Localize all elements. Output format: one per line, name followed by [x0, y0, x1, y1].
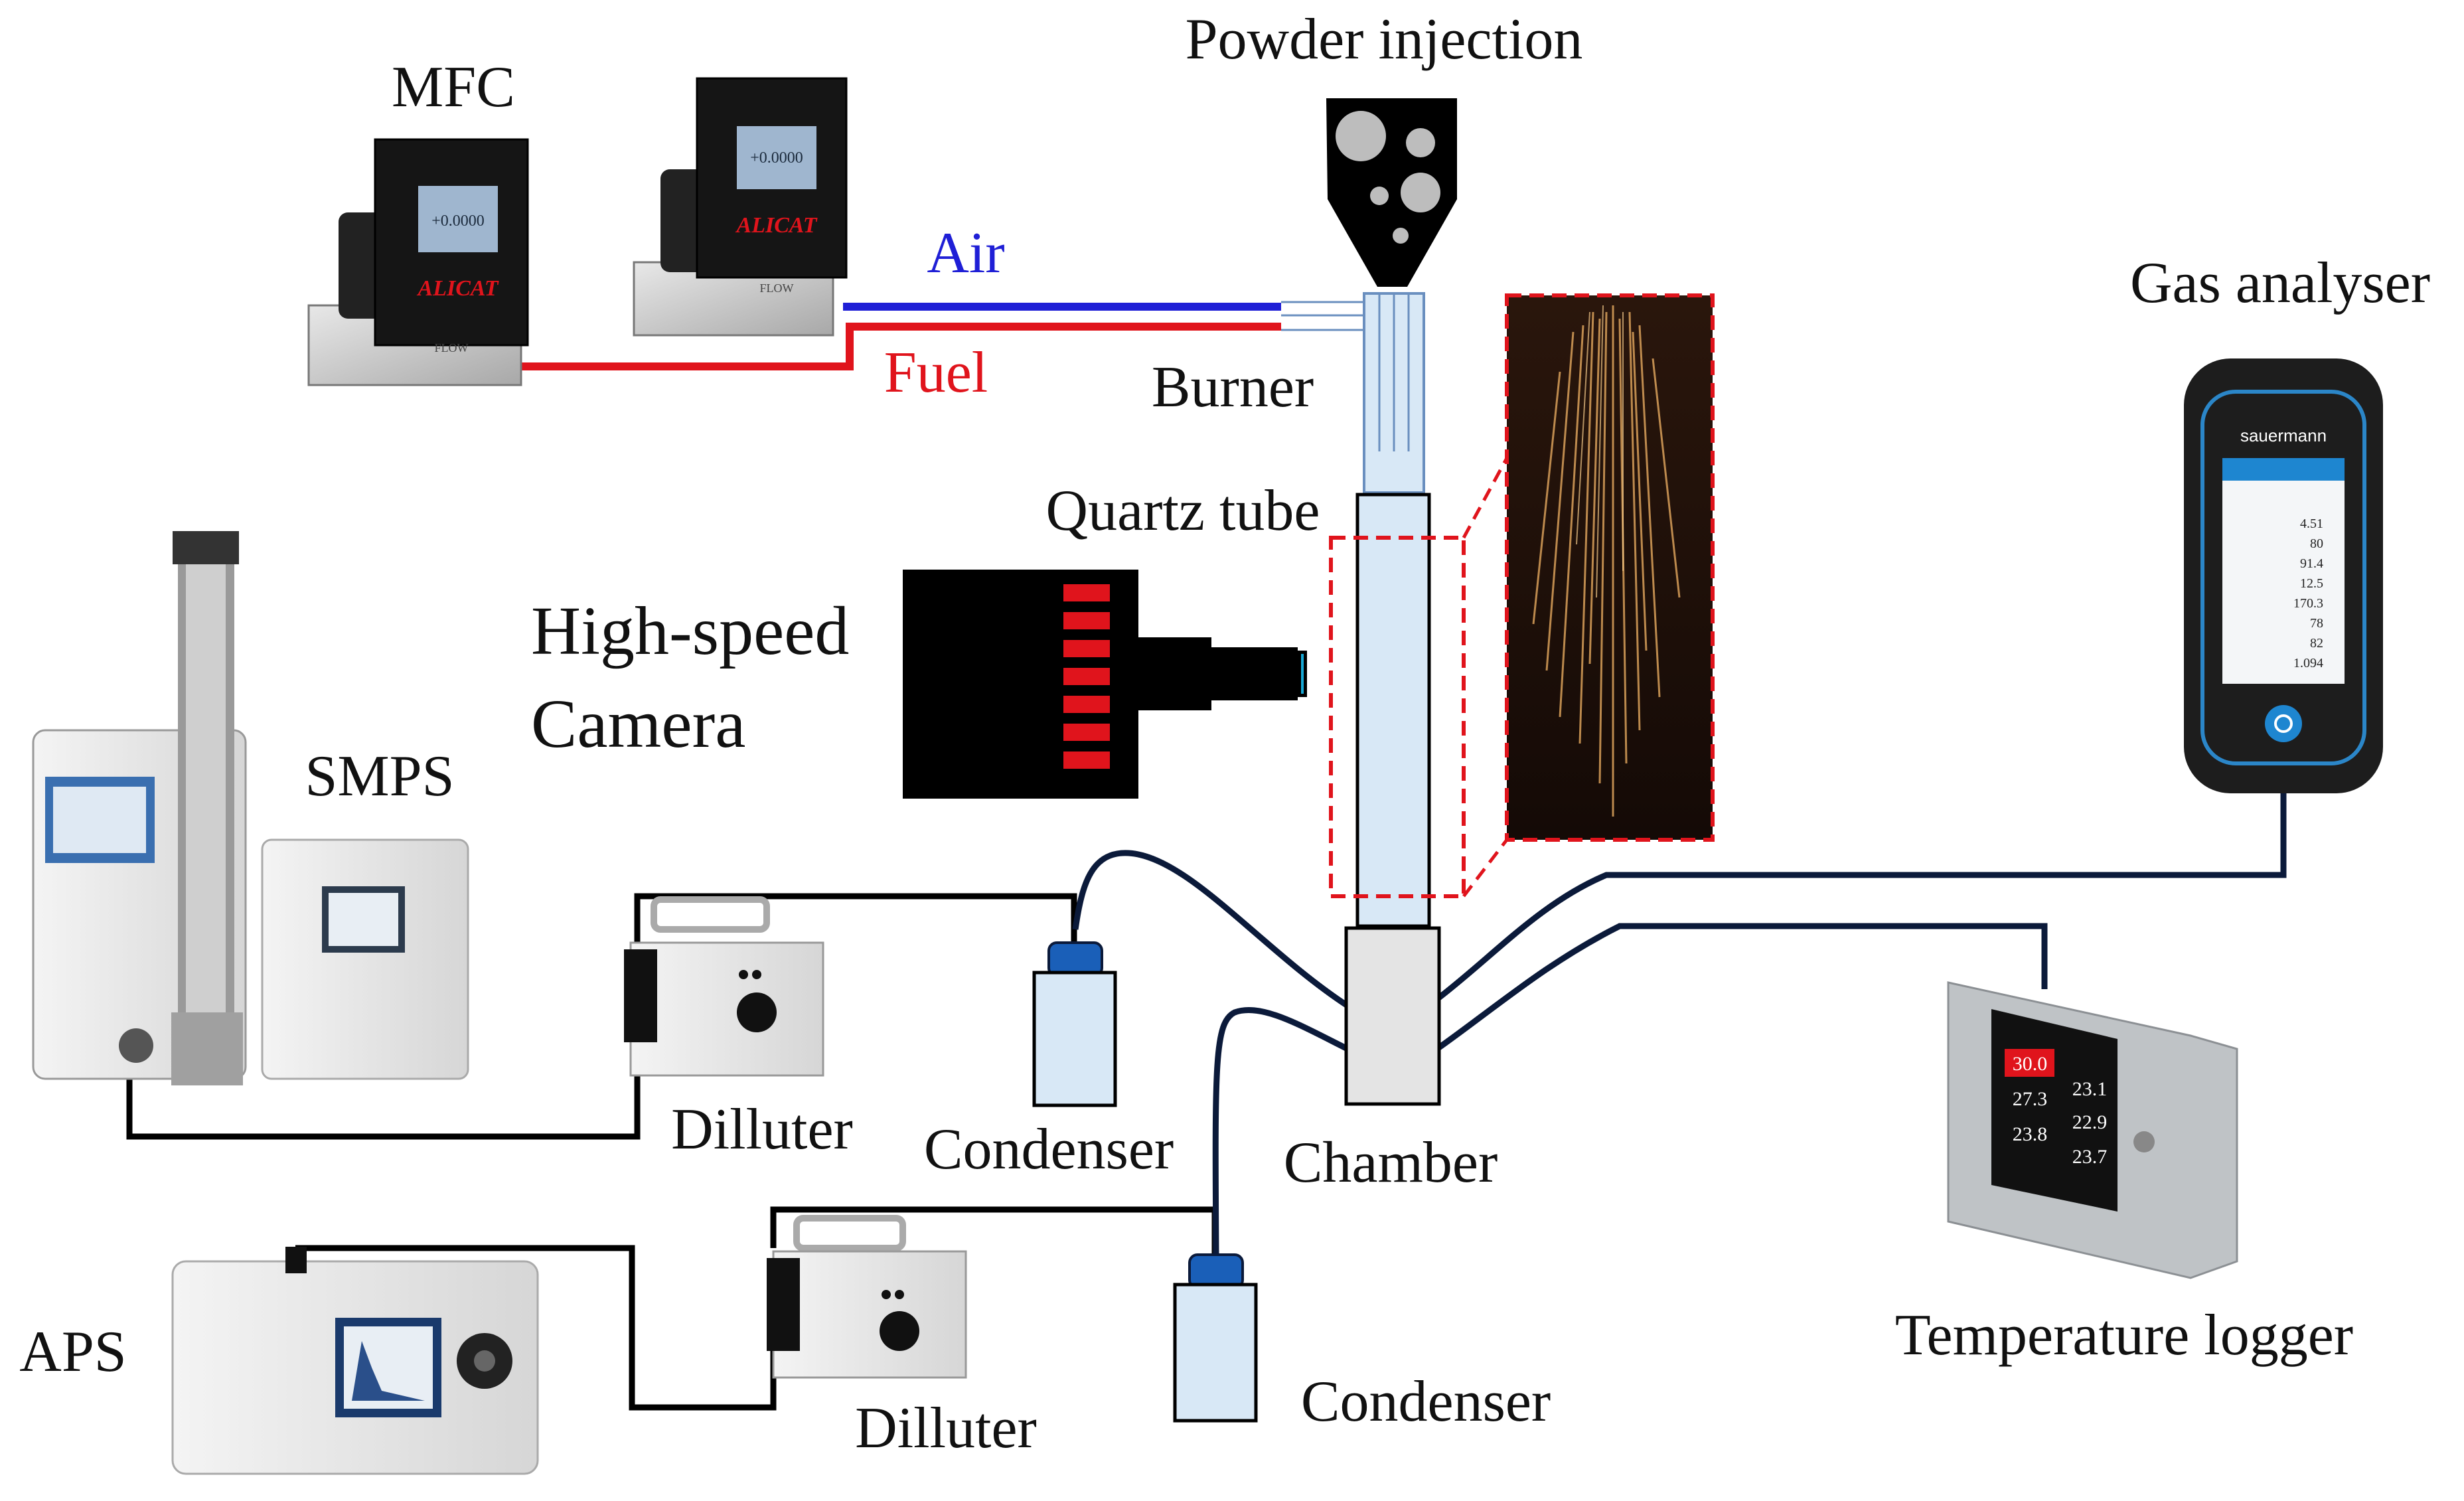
air-label: Air [927, 221, 1004, 285]
fuel-line [521, 323, 1281, 370]
condenser-bottom-label: Condenser [1301, 1370, 1551, 1434]
smps-label: SMPS [305, 744, 454, 809]
mfc-left-brand: ALICAT [417, 276, 499, 301]
chamber [1344, 926, 1441, 1106]
gas-reading-5: 170.3 [2293, 596, 2323, 611]
burner-label: Burner [1152, 355, 1314, 420]
powder-hopper [1326, 98, 1457, 287]
chamber-to-gas-analyser [1435, 793, 2287, 1002]
temp-reading-3: 27.3 [2013, 1088, 2048, 1110]
temp-reading-5: 23.8 [2013, 1123, 2048, 1145]
zoom-region [1329, 457, 1509, 898]
mfc-left-readout: +0.0000 [431, 212, 485, 230]
gas-reading-7: 82 [2310, 636, 2323, 651]
smps-instrument [32, 531, 469, 1085]
gas-reading-3: 91.4 [2300, 556, 2323, 571]
gas-reading-4: 12.5 [2300, 576, 2323, 591]
aps-sampling-line [295, 1245, 777, 1411]
mfc-label: MFC [392, 55, 515, 119]
mfc-right: +0.0000 ALICAT FLOW [633, 77, 848, 337]
aps-label: APS [19, 1320, 126, 1384]
mfc-left-flow-label: FLOW [435, 341, 469, 355]
gas-reading-2: 80 [2310, 536, 2323, 551]
quartz-tube-label: Quartz tube [1046, 479, 1320, 543]
mfc-left: +0.0000 ALICAT FLOW [307, 138, 529, 386]
burner [1281, 292, 1425, 494]
dilluter-top-label: Dilluter [671, 1097, 853, 1162]
temp-reading-4: 22.9 [2072, 1111, 2108, 1133]
camera-label-line2: Camera [531, 686, 745, 762]
temperature-logger: 30.0 23.1 27.3 22.9 23.8 23.7 [1947, 981, 2238, 1279]
condenser-top-label: Condenser [924, 1117, 1174, 1182]
flame-image [1505, 293, 1715, 842]
temp-reading-2: 23.1 [2072, 1078, 2108, 1100]
temp-reading-1: 30.0 [2013, 1053, 2048, 1075]
gas-analyser-brand: sauermann [2240, 426, 2327, 445]
gas-reading-6: 78 [2310, 616, 2323, 631]
camera-label-line1: High-speed [531, 593, 849, 669]
gas-analyser: sauermann 4.51 80 91.4 12.5 170.3 78 82 … [2184, 358, 2383, 793]
temperature-logger-label: Temperature logger [1895, 1303, 2353, 1368]
aps-instrument [171, 1247, 539, 1475]
dilluter-bottom [767, 1215, 967, 1379]
labels: MFC Powder injection Air Fuel Burner Qua… [19, 7, 2430, 1461]
chamber-to-condenser-bottom [1212, 1006, 1349, 1255]
temp-reading-6: 23.7 [2072, 1146, 2108, 1168]
dilluter-bottom-label: Dilluter [855, 1396, 1037, 1461]
mfc-right-flow-label: FLOW [760, 281, 794, 295]
powder-injection-label: Powder injection [1186, 7, 1583, 72]
mfc-right-brand: ALICAT [735, 213, 818, 238]
chamber-label: Chamber [1284, 1131, 1498, 1195]
quartz-tube [1355, 493, 1431, 928]
mfc-right-readout: +0.0000 [750, 149, 803, 167]
gas-analyser-label: Gas analyser [2130, 251, 2430, 315]
dilluter-top [624, 896, 824, 1077]
gas-reading-1: 4.51 [2300, 516, 2323, 531]
high-speed-camera [903, 570, 1307, 799]
fuel-label: Fuel [884, 341, 988, 405]
chamber-to-temperature-logger [1435, 923, 2048, 1052]
condenser-bottom [1173, 1253, 1258, 1423]
chamber-to-condenser-top [1072, 850, 1349, 1008]
condenser-top [1032, 941, 1117, 1107]
gas-reading-8: 1.094 [2293, 656, 2323, 671]
